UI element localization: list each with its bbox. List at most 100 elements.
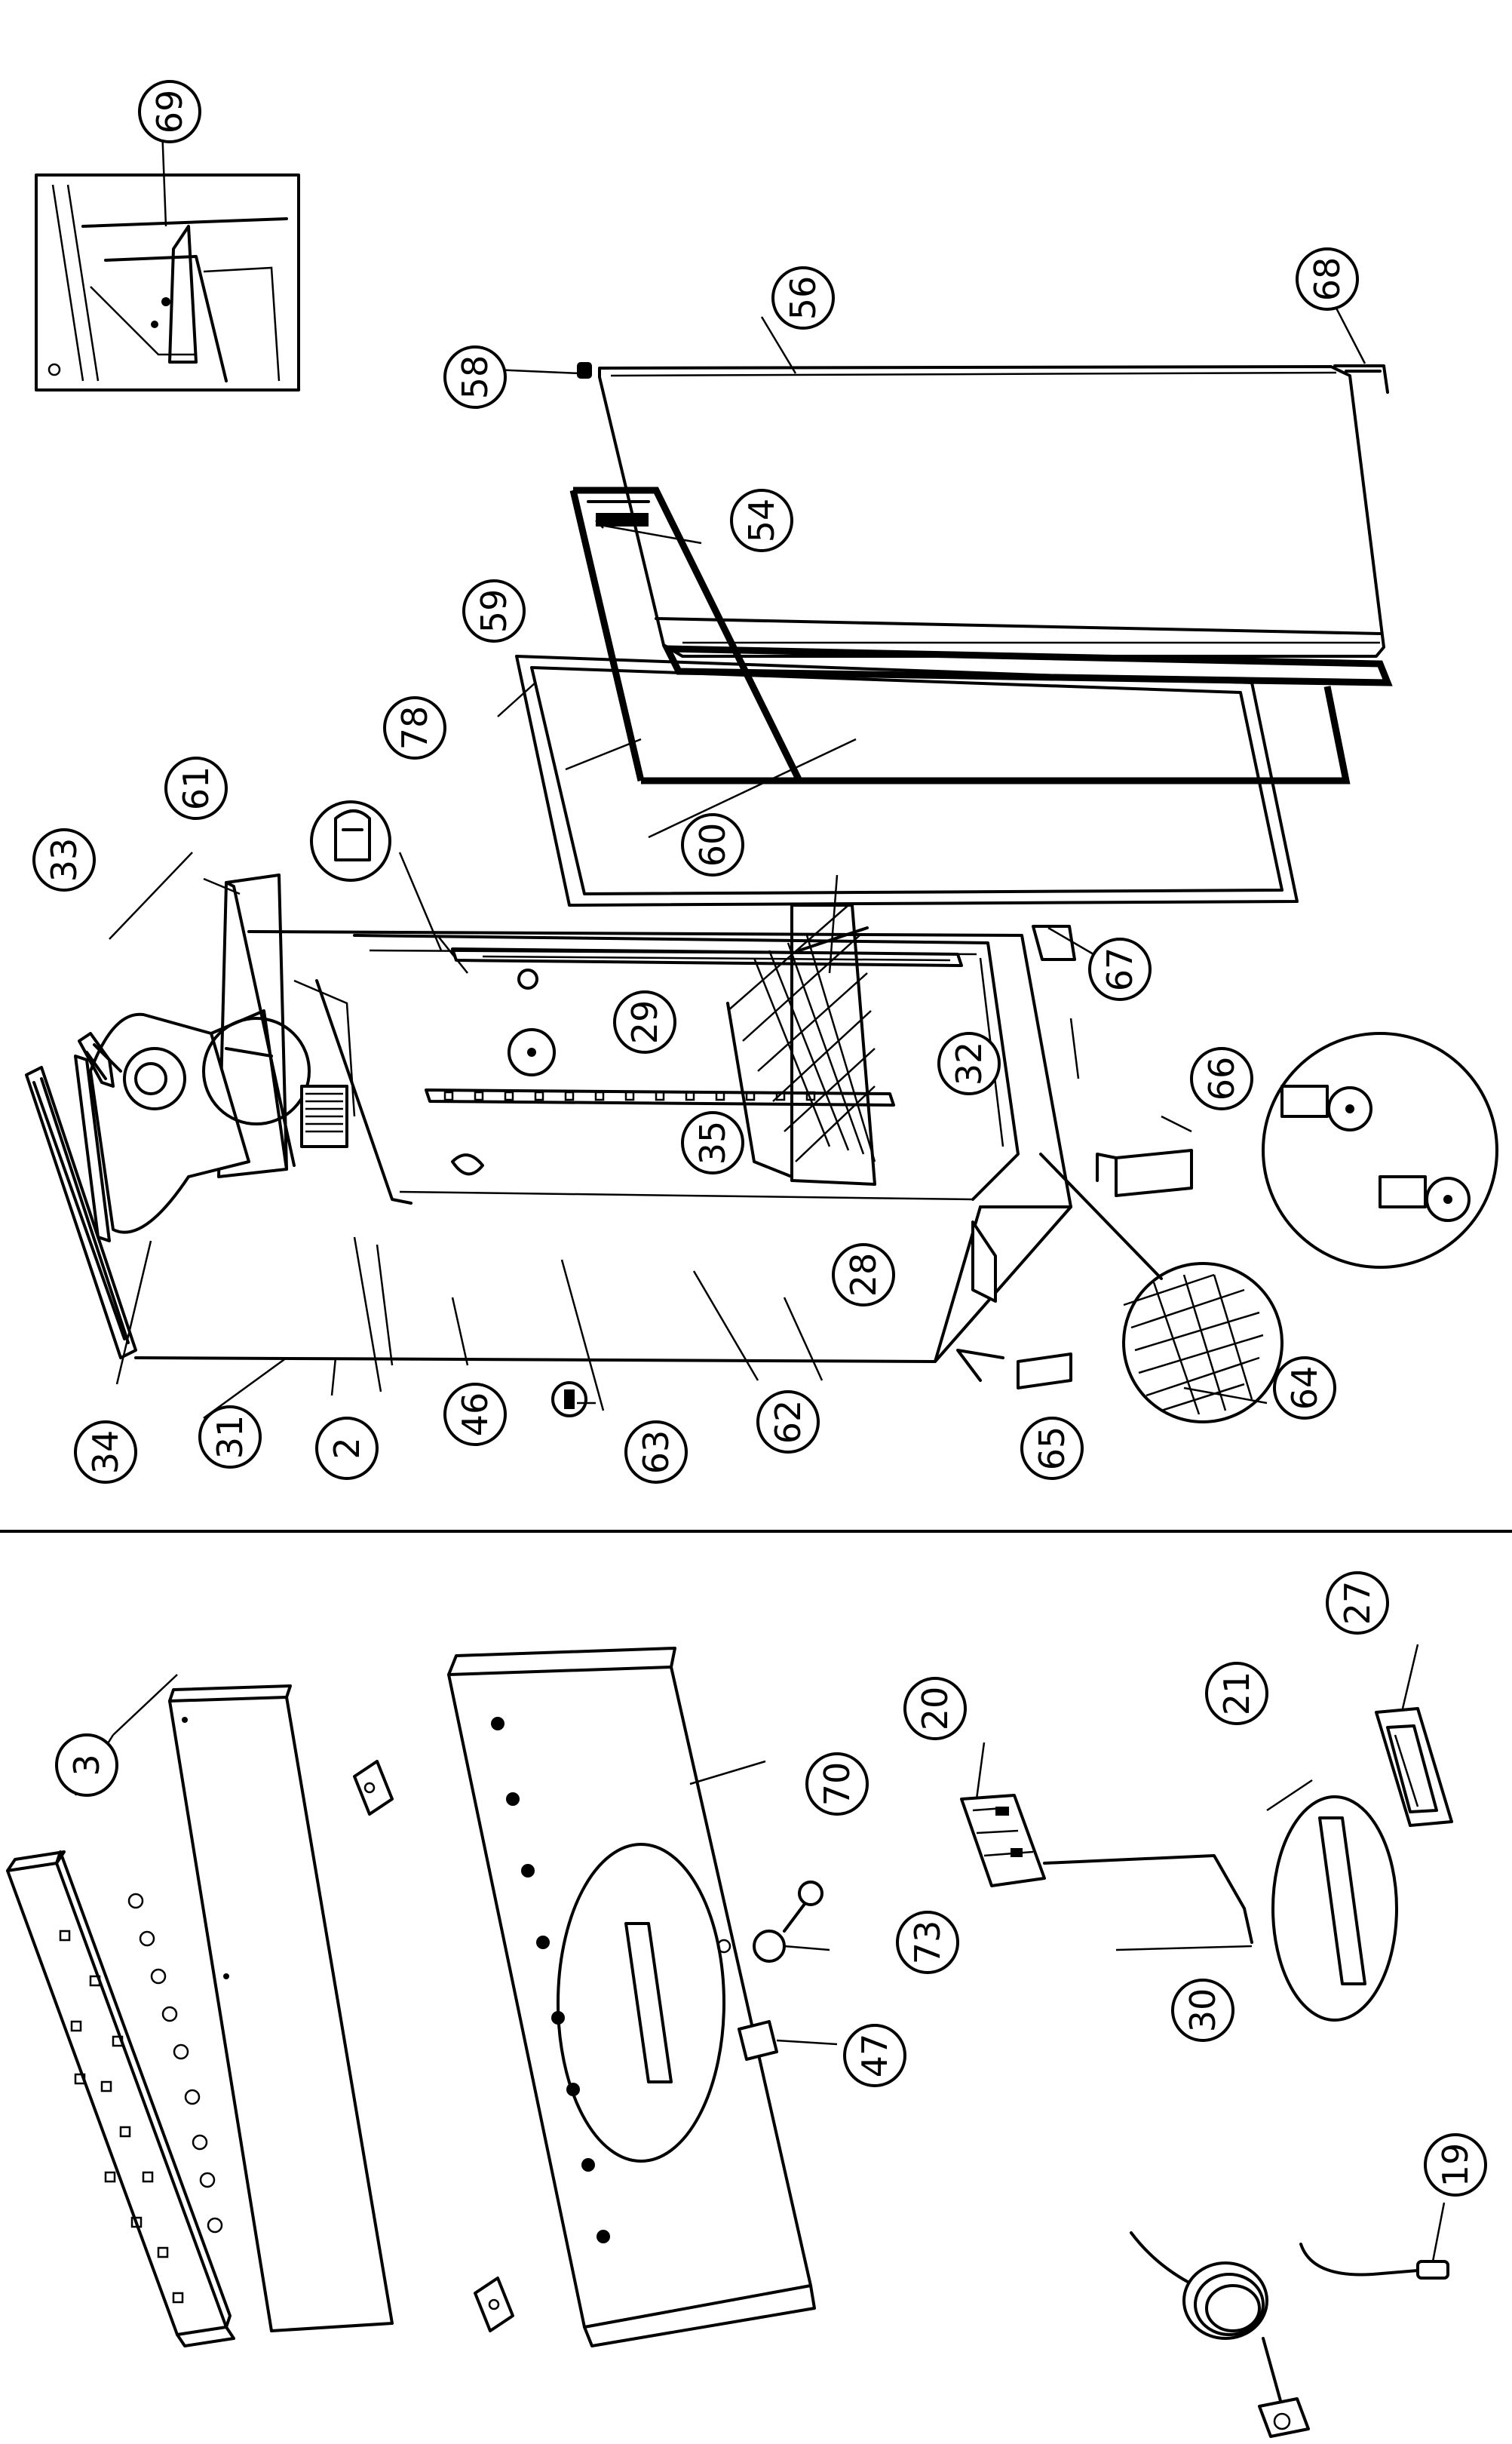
callout-58: 58 <box>443 345 507 409</box>
switch-47 <box>738 2020 838 2061</box>
callout-73: 73 <box>896 1911 959 1974</box>
svg-text:66: 66 <box>1201 1057 1242 1101</box>
door-frame <box>515 655 1299 907</box>
callout-30: 30 <box>1171 1979 1234 2042</box>
callout-46: 46 <box>443 1383 507 1446</box>
svg-text:30: 30 <box>1182 1988 1223 2033</box>
callout-47: 47 <box>843 2024 906 2087</box>
svg-text:56: 56 <box>783 276 823 321</box>
label-plate-21 <box>1266 1779 1398 2022</box>
callout-27: 27 <box>1326 1571 1389 1635</box>
svg-text:27: 27 <box>1337 1581 1378 1626</box>
callout-32: 32 <box>937 1032 1001 1095</box>
svg-text:31: 31 <box>210 1415 250 1460</box>
bracket-upper <box>353 1760 394 1816</box>
callout-28: 28 <box>832 1243 895 1306</box>
cabinet-foot-front <box>956 1349 1072 1389</box>
svg-text:67: 67 <box>1099 947 1140 992</box>
shelf-detail-circle <box>1039 1153 1284 1423</box>
svg-text:20: 20 <box>915 1687 955 1731</box>
top-cover-33 <box>74 1032 122 1242</box>
knob-61 <box>310 800 391 882</box>
callout-64: 64 <box>1273 1356 1336 1420</box>
callout-56: 56 <box>771 266 835 330</box>
cabinet-foot-back <box>971 1149 1193 1303</box>
svg-text:69: 69 <box>149 90 190 134</box>
svg-text:32: 32 <box>949 1042 989 1086</box>
pcb-20 <box>960 1742 1253 1944</box>
svg-text:70: 70 <box>817 1762 857 1807</box>
control-box-3 <box>6 1850 235 2347</box>
callout-59: 59 <box>462 579 526 643</box>
svg-text:60: 60 <box>692 823 733 867</box>
callout-29: 29 <box>613 990 676 1054</box>
svg-text:3: 3 <box>66 1754 107 1776</box>
callout-2: 2 <box>315 1417 379 1480</box>
svg-text:19: 19 <box>1435 2143 1476 2188</box>
callout-68: 68 <box>1296 247 1359 311</box>
callout-78: 78 <box>383 696 446 760</box>
key-lock <box>753 1881 830 1963</box>
svg-text:65: 65 <box>1032 1426 1072 1471</box>
svg-text:28: 28 <box>843 1253 884 1297</box>
callout-67: 67 <box>1088 938 1152 1001</box>
svg-text:34: 34 <box>85 1430 126 1475</box>
callout-33: 33 <box>32 828 96 892</box>
svg-text:2: 2 <box>327 1437 367 1459</box>
svg-text:68: 68 <box>1307 257 1348 302</box>
display-27 <box>1375 1707 1453 1827</box>
front-cover-70 <box>447 1647 816 2347</box>
callout-63: 63 <box>624 1420 688 1484</box>
lock-cylinder <box>551 1381 587 1417</box>
svg-text:58: 58 <box>455 355 495 400</box>
svg-text:21: 21 <box>1216 1672 1257 1716</box>
control-box-holes <box>127 1893 223 2234</box>
shelf-grid <box>726 904 876 1186</box>
front-panel-34 <box>25 1066 137 1359</box>
callout-62: 62 <box>756 1390 820 1454</box>
callout-34: 34 <box>74 1420 137 1484</box>
callout-70: 70 <box>805 1752 869 1816</box>
cabinet-body <box>134 925 1193 1389</box>
bracket-lower <box>474 2277 514 2332</box>
callout-54: 54 <box>730 489 793 552</box>
callout-65: 65 <box>1020 1417 1084 1480</box>
svg-text:63: 63 <box>636 1430 676 1475</box>
control-box-dots <box>59 1930 184 2304</box>
hinge-detail-box <box>35 173 300 391</box>
svg-text:59: 59 <box>474 589 514 634</box>
svg-text:47: 47 <box>854 2034 895 2078</box>
callout-20: 20 <box>903 1677 967 1740</box>
cover-holes <box>491 1717 731 2243</box>
sensor-cable-19 <box>1299 2202 1449 2280</box>
door-hinge-pin <box>1333 364 1389 394</box>
svg-text:73: 73 <box>907 1921 948 1965</box>
back-plate <box>168 1684 394 2332</box>
svg-text:33: 33 <box>44 838 84 883</box>
svg-text:46: 46 <box>455 1392 495 1437</box>
callout-66: 66 <box>1190 1047 1253 1110</box>
callout-35: 35 <box>681 1111 744 1174</box>
leader-lines-top <box>109 127 1366 1420</box>
svg-text:29: 29 <box>624 1000 665 1045</box>
svg-text:78: 78 <box>394 706 435 751</box>
svg-text:61: 61 <box>176 766 216 811</box>
door-gasket <box>569 487 1351 784</box>
callout-31: 31 <box>198 1405 262 1469</box>
door-panel <box>598 365 1393 686</box>
callout-61: 61 <box>164 757 228 820</box>
svg-text:54: 54 <box>741 499 782 543</box>
callout-69: 69 <box>138 80 201 143</box>
power-cord <box>1130 2231 1310 2438</box>
svg-text:62: 62 <box>768 1400 808 1445</box>
callout-21: 21 <box>1205 1662 1268 1725</box>
svg-text:35: 35 <box>692 1121 733 1165</box>
callout-60: 60 <box>681 813 744 877</box>
caster-detail-circle <box>1262 1032 1498 1269</box>
callout-3: 3 <box>55 1733 118 1797</box>
door-pin <box>577 362 592 379</box>
svg-text:64: 64 <box>1284 1366 1325 1411</box>
top-unit <box>89 874 356 1234</box>
callout-19: 19 <box>1424 2133 1487 2197</box>
